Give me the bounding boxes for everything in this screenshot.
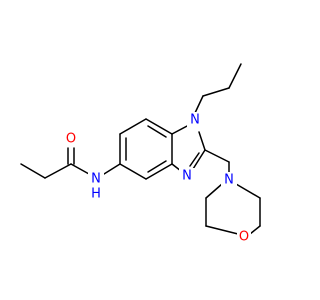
bond [202, 87, 230, 97]
bond [145, 118, 173, 135]
bond [119, 118, 147, 135]
bond [145, 163, 173, 180]
label-background [221, 172, 237, 188]
bond [189, 152, 200, 167]
bond [235, 183, 261, 199]
label-background [237, 229, 251, 245]
bond [192, 149, 206, 170]
ring-nitrogen-3-label: N [182, 169, 192, 184]
bond [20, 163, 46, 179]
atom-labels: O N H N N N O [64, 112, 251, 245]
morpholine-oxygen-label: O [239, 230, 249, 245]
bond [194, 95, 204, 114]
bond [204, 149, 230, 163]
ring-nitrogen-1-label: N [190, 113, 200, 128]
bond [228, 63, 242, 89]
bond [249, 225, 261, 235]
bond [171, 124, 190, 135]
label-background [187, 112, 203, 128]
label-background [64, 131, 78, 147]
bond [198, 131, 206, 151]
bond [44, 163, 72, 179]
bond [147, 125, 167, 138]
amide-hydrogen-label: H [91, 187, 101, 202]
molecule-diagram: O N H N N N O [20, 63, 261, 245]
morpholine-nitrogen-label: N [224, 173, 234, 188]
structure-canvas: O N H N N N O [20, 63, 261, 245]
bond [103, 163, 121, 175]
bond [205, 183, 223, 199]
label-background [88, 171, 104, 187]
bonds [20, 63, 261, 235]
bond [147, 160, 167, 173]
amide-nitrogen-label: N [91, 172, 101, 187]
amide-oxygen-label: O [66, 132, 76, 147]
bond [205, 225, 239, 235]
label-background [179, 168, 195, 184]
bond [119, 163, 147, 180]
bond [70, 163, 90, 175]
